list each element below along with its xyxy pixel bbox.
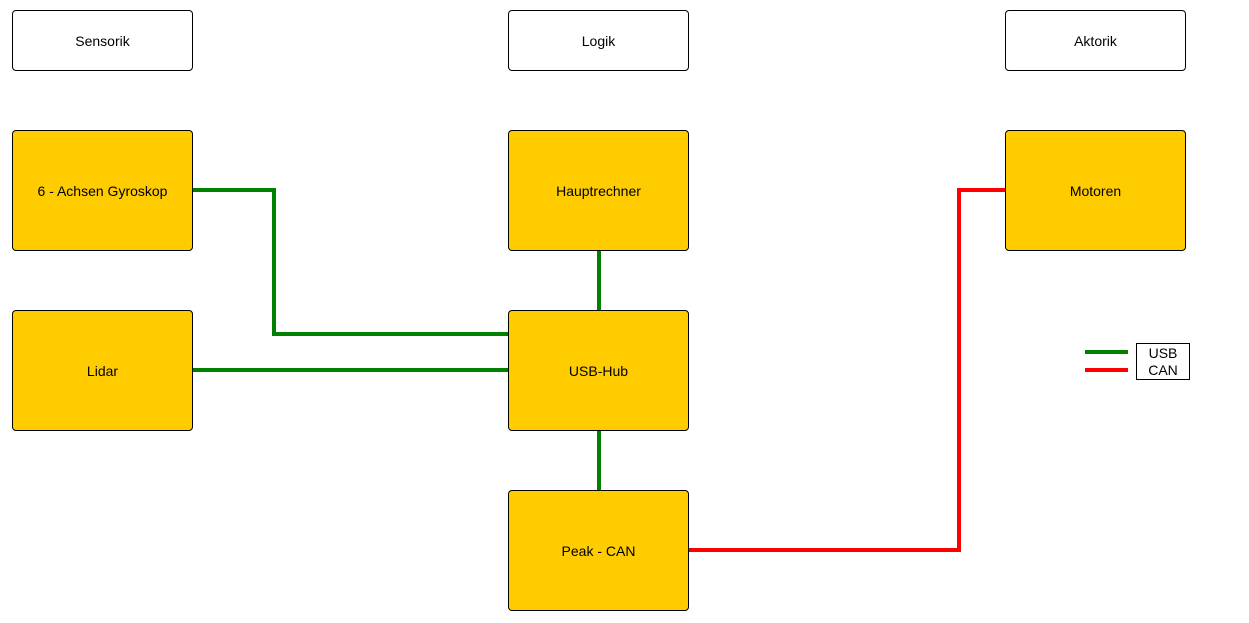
block-usb-hub-label: USB-Hub	[568, 362, 629, 379]
block-lidar: Lidar	[12, 310, 193, 431]
legend: USB CAN	[1136, 343, 1190, 380]
block-motoren-label: Motoren	[1069, 182, 1122, 199]
column-header-aktorik-label: Aktorik	[1074, 32, 1117, 49]
block-usb-hub: USB-Hub	[508, 310, 689, 431]
usb-line-gyro-to-hub	[193, 188, 508, 336]
column-header-sensorik-label: Sensorik	[75, 32, 130, 49]
block-gyroskop-label: 6 - Achsen Gyroskop	[37, 182, 168, 199]
block-lidar-label: Lidar	[86, 362, 119, 379]
block-gyroskop: 6 - Achsen Gyroskop	[12, 130, 193, 251]
column-header-logik-label: Logik	[581, 32, 616, 49]
block-peak-can-label: Peak - CAN	[561, 542, 636, 559]
legend-usb-label: USB	[1148, 345, 1178, 361]
legend-can-label: CAN	[1148, 362, 1178, 378]
block-motoren: Motoren	[1005, 130, 1186, 251]
block-hauptrechner: Hauptrechner	[508, 130, 689, 251]
block-peak-can: Peak - CAN	[508, 490, 689, 611]
column-header-sensorik: Sensorik	[12, 10, 193, 71]
can-line-peak-to-motoren	[689, 188, 1005, 552]
column-header-logik: Logik	[508, 10, 689, 71]
column-header-aktorik: Aktorik	[1005, 10, 1186, 71]
block-hauptrechner-label: Hauptrechner	[556, 182, 641, 199]
